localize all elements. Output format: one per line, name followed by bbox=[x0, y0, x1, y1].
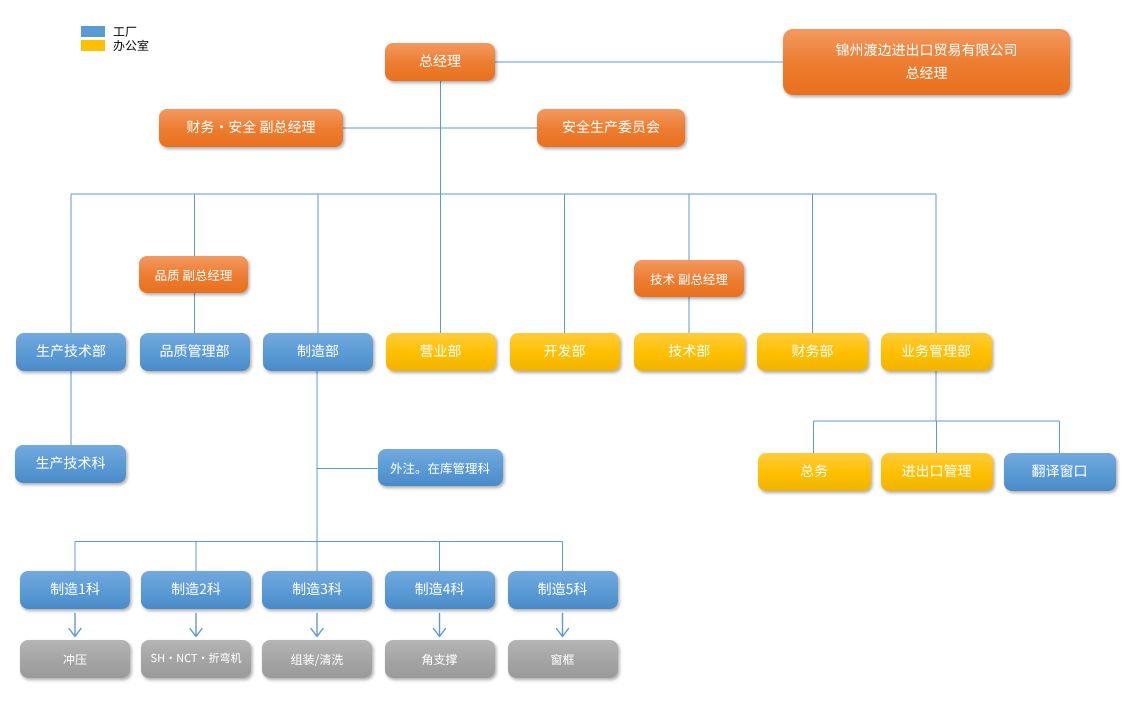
node-label-line2: 总经理 bbox=[905, 63, 948, 83]
node-label: 制造3科 bbox=[292, 579, 342, 600]
node-finance-safety-vp[interactable]: 财务・安全 副总经理 bbox=[159, 109, 343, 147]
node-manufacturing-section-3[interactable]: 制造3科 bbox=[262, 571, 372, 609]
node-label: 营业部 bbox=[419, 341, 462, 362]
node-label: 角支撑 bbox=[421, 650, 458, 668]
node-label: 进出口管理 bbox=[901, 461, 972, 482]
node-label: 窗框 bbox=[550, 650, 575, 668]
legend-swatch-office bbox=[81, 39, 105, 51]
node-dept-technology[interactable]: 技术部 bbox=[634, 333, 745, 371]
process-arrows bbox=[68, 612, 570, 638]
node-label: 总务 bbox=[800, 461, 828, 482]
node-import-export-management[interactable]: 进出口管理 bbox=[880, 453, 993, 491]
node-dept-business-administration[interactable]: 业务管理部 bbox=[880, 333, 992, 371]
node-manufacturing-section-4[interactable]: 制造4科 bbox=[384, 571, 495, 609]
node-translation-window[interactable]: 翻译窗口 bbox=[1003, 453, 1116, 491]
node-label: 安全生产委员会 bbox=[562, 117, 660, 138]
node-label: 财务・安全 副总经理 bbox=[186, 117, 316, 138]
node-label: 制造5科 bbox=[537, 579, 588, 600]
node-technology-vp[interactable]: 技术 副总经理 bbox=[634, 260, 744, 297]
node-dept-finance[interactable]: 财务部 bbox=[757, 333, 868, 371]
node-label: 翻译窗口 bbox=[1031, 461, 1088, 482]
node-label: 冲压 bbox=[62, 650, 87, 668]
node-label: 生产技术部 bbox=[36, 341, 106, 362]
node-label: 总经理 bbox=[419, 51, 461, 72]
node-process-corner-support[interactable]: 角支撑 bbox=[384, 640, 495, 678]
node-dept-sales[interactable]: 营业部 bbox=[385, 333, 496, 371]
legend-label-factory: 工厂 bbox=[113, 23, 138, 41]
node-label: 制造1科 bbox=[50, 579, 100, 600]
node-outsourcing-inventory-section[interactable]: 外注。在库管理科 bbox=[377, 449, 503, 486]
node-dept-development[interactable]: 开发部 bbox=[509, 333, 620, 371]
node-manufacturing-section-2[interactable]: 制造2科 bbox=[141, 571, 251, 609]
node-process-stamping[interactable]: 冲压 bbox=[20, 640, 130, 678]
node-process-assembly-cleaning[interactable]: 组装/清洗 bbox=[262, 640, 372, 678]
node-label: 业务管理部 bbox=[901, 341, 971, 362]
node-label: 品质 副总经理 bbox=[154, 264, 233, 284]
tree-connectors bbox=[70, 61, 1060, 571]
node-label: 制造部 bbox=[297, 341, 339, 362]
node-label: 组装/清洗 bbox=[290, 650, 344, 668]
legend-item-factory: 工厂 bbox=[81, 23, 149, 41]
node-company-general-manager[interactable]: 锦州渡边进出口贸易有限公司 总经理 bbox=[783, 29, 1070, 95]
node-label: 制造2科 bbox=[171, 579, 221, 600]
node-manufacturing-section-1[interactable]: 制造1科 bbox=[20, 571, 130, 609]
node-label: 外注。在库管理科 bbox=[389, 457, 490, 477]
node-label: 生产技术科 bbox=[35, 453, 106, 474]
node-dept-production-technology[interactable]: 生产技术部 bbox=[16, 333, 126, 371]
node-label: 技术部 bbox=[668, 341, 711, 362]
node-label-line1: 锦州渡边进出口贸易有限公司 bbox=[835, 40, 1018, 60]
legend-swatch-factory bbox=[81, 26, 105, 38]
node-dept-manufacturing[interactable]: 制造部 bbox=[263, 333, 373, 371]
node-general-affairs[interactable]: 总务 bbox=[757, 453, 871, 491]
node-manufacturing-section-5[interactable]: 制造5科 bbox=[507, 571, 618, 609]
node-label: 制造4科 bbox=[414, 579, 465, 600]
node-label: SH・NCT・折弯机 bbox=[150, 650, 242, 667]
node-safety-committee[interactable]: 安全生产委员会 bbox=[537, 109, 685, 147]
legend: 工厂 办公室 bbox=[81, 23, 150, 54]
legend-item-office: 办公室 bbox=[81, 36, 150, 54]
node-quality-vp[interactable]: 品质 副总经理 bbox=[139, 256, 248, 293]
node-dept-quality-management[interactable]: 品质管理部 bbox=[139, 333, 250, 371]
node-production-technology-section[interactable]: 生产技术科 bbox=[15, 445, 126, 483]
legend-label-office: 办公室 bbox=[113, 36, 150, 54]
node-label: 财务部 bbox=[791, 341, 834, 362]
node-process-sh-nct-bending[interactable]: SH・NCT・折弯机 bbox=[141, 640, 251, 678]
node-process-window-frame[interactable]: 窗框 bbox=[507, 640, 618, 678]
node-label: 品质管理部 bbox=[159, 341, 230, 362]
node-label: 技术 副总经理 bbox=[650, 268, 728, 288]
node-label: 开发部 bbox=[543, 341, 586, 362]
node-general-manager[interactable]: 总经理 bbox=[385, 43, 495, 81]
